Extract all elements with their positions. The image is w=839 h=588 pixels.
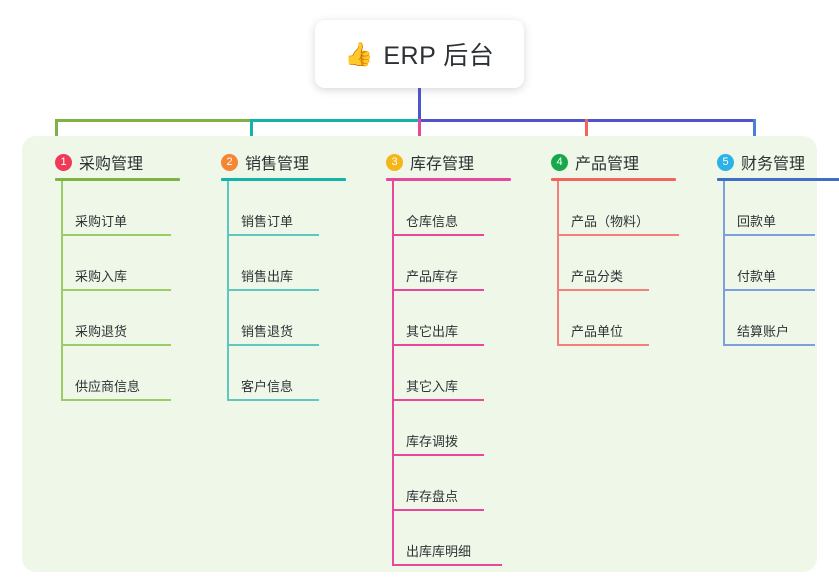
list-item[interactable]: 回款单 xyxy=(723,181,815,236)
list-item-label: 库存调拨 xyxy=(394,431,484,456)
column-badge: 4 xyxy=(551,153,568,171)
thumbs-up-icon: 👍 xyxy=(344,40,374,67)
list-item-label: 销售出库 xyxy=(229,266,319,291)
column-header[interactable]: 3 库存管理 xyxy=(370,146,535,178)
list-item-label: 仓库信息 xyxy=(394,211,484,236)
list-item-label: 结算账户 xyxy=(725,321,815,346)
list-item-label: 其它入库 xyxy=(394,376,484,401)
column-badge: 1 xyxy=(55,153,72,171)
trunk-segment-mid xyxy=(250,119,420,122)
list-item[interactable]: 出库库明细 xyxy=(392,511,502,566)
list-item[interactable]: 产品库存 xyxy=(392,236,484,291)
column-title: 财务管理 xyxy=(741,156,806,173)
list-item-label: 其它出库 xyxy=(394,321,484,346)
column-title: 采购管理 xyxy=(79,156,144,173)
list-item[interactable]: 采购退货 xyxy=(61,291,171,346)
column-purchasing: 1 采购管理 采购订单 采购入库 采购退货 供应商信息 xyxy=(39,146,204,401)
column-sales: 2 销售管理 销售订单 销售出库 销售退货 客户信息 xyxy=(205,146,370,401)
list-item[interactable]: 客户信息 xyxy=(227,346,319,401)
list-item-label: 库存盘点 xyxy=(394,486,484,511)
list-item[interactable]: 其它出库 xyxy=(392,291,484,346)
list-item-label: 销售退货 xyxy=(229,321,319,346)
list-item[interactable]: 销售出库 xyxy=(227,236,319,291)
column-product: 4 产品管理 产品（物料） 产品分类 产品单位 xyxy=(535,146,700,346)
list-item[interactable]: 其它入库 xyxy=(392,346,484,401)
column-badge: 5 xyxy=(717,153,734,171)
column-inventory: 3 库存管理 仓库信息 产品库存 其它出库 其它入库 库存调拨 xyxy=(370,146,535,566)
column-header[interactable]: 5 财务管理 xyxy=(701,146,839,178)
list-item-label: 采购退货 xyxy=(63,321,171,346)
column-items: 仓库信息 产品库存 其它出库 其它入库 库存调拨 库存盘点 出库 xyxy=(392,181,535,566)
list-item-label: 回款单 xyxy=(725,211,815,236)
list-item[interactable]: 仓库信息 xyxy=(392,181,484,236)
root-title: ERP 后台 xyxy=(383,42,495,70)
list-item-label: 供应商信息 xyxy=(63,376,171,401)
column-header[interactable]: 1 采购管理 xyxy=(39,146,204,178)
drop-stem-4 xyxy=(585,119,588,145)
list-item-label: 产品库存 xyxy=(394,266,484,291)
drop-stem-1 xyxy=(55,119,58,145)
drop-stem-2 xyxy=(250,119,253,145)
list-item[interactable]: 库存调拨 xyxy=(392,401,484,456)
root-node[interactable]: 👍 ERP 后台 xyxy=(315,20,524,88)
list-item[interactable]: 库存盘点 xyxy=(392,456,484,511)
list-item-label: 付款单 xyxy=(725,266,815,291)
column-rule xyxy=(717,178,839,181)
list-item[interactable]: 产品分类 xyxy=(557,236,649,291)
column-title: 产品管理 xyxy=(575,156,640,173)
column-rule xyxy=(551,178,676,181)
list-item[interactable]: 付款单 xyxy=(723,236,815,291)
list-item[interactable]: 供应商信息 xyxy=(61,346,171,401)
drop-stem-5 xyxy=(753,119,756,145)
list-item-label: 出库库明细 xyxy=(394,541,502,566)
column-finance: 5 财务管理 回款单 付款单 结算账户 xyxy=(701,146,839,346)
column-items: 产品（物料） 产品分类 产品单位 xyxy=(557,181,700,346)
trunk-segment-left xyxy=(55,119,252,122)
column-header[interactable]: 4 产品管理 xyxy=(535,146,700,178)
column-items: 销售订单 销售出库 销售退货 客户信息 xyxy=(227,181,370,401)
column-rule xyxy=(386,178,511,181)
root-stem xyxy=(418,88,421,122)
list-item[interactable]: 采购入库 xyxy=(61,236,171,291)
categories-panel: 1 采购管理 采购订单 采购入库 采购退货 供应商信息 xyxy=(22,136,839,572)
list-item-label: 客户信息 xyxy=(229,376,319,401)
list-item-label: 产品分类 xyxy=(559,266,649,291)
list-item-label: 产品单位 xyxy=(559,321,649,346)
drop-stem-3 xyxy=(418,119,421,145)
column-header[interactable]: 2 销售管理 xyxy=(205,146,370,178)
list-item[interactable]: 结算账户 xyxy=(723,291,815,346)
column-rule xyxy=(221,178,346,181)
list-item[interactable]: 采购订单 xyxy=(61,181,171,236)
list-item[interactable]: 产品单位 xyxy=(557,291,649,346)
list-item[interactable]: 销售订单 xyxy=(227,181,319,236)
column-title: 库存管理 xyxy=(410,156,475,173)
list-item[interactable]: 销售退货 xyxy=(227,291,319,346)
column-title: 销售管理 xyxy=(245,156,310,173)
column-badge: 3 xyxy=(386,153,403,171)
list-item-label: 产品（物料） xyxy=(559,211,679,236)
column-items: 采购订单 采购入库 采购退货 供应商信息 xyxy=(61,181,204,401)
column-items: 回款单 付款单 结算账户 xyxy=(723,181,839,346)
column-rule xyxy=(55,178,180,181)
list-item[interactable]: 产品（物料） xyxy=(557,181,679,236)
list-item-label: 销售订单 xyxy=(229,211,319,236)
list-item-label: 采购订单 xyxy=(63,211,171,236)
list-item-label: 采购入库 xyxy=(63,266,171,291)
column-badge: 2 xyxy=(221,153,238,171)
